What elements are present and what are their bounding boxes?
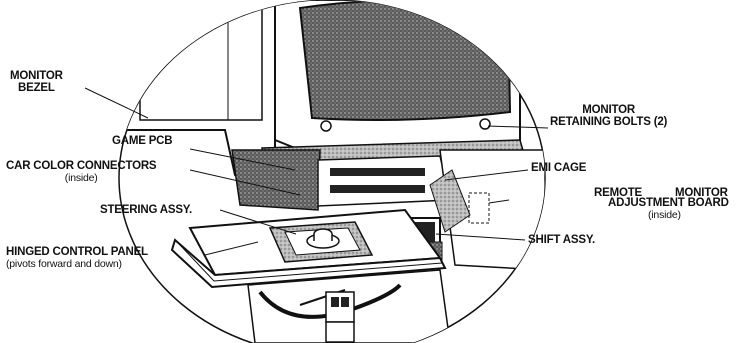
leader-control-panel	[204, 241, 259, 256]
label-adjustment-inside: (inside)	[648, 209, 681, 221]
label-monitor-bezel: MONITOR BEZEL	[10, 70, 63, 94]
leader-lines	[84, 87, 549, 256]
label-car-color-line1: CAR COLOR CONNECTORS	[6, 160, 157, 172]
label-monitor-word: MONITOR	[675, 187, 728, 199]
remote-adjustment-board-outline	[468, 192, 490, 224]
leader-retaining-bolts	[487, 125, 549, 129]
leader-emi-cage	[444, 169, 529, 181]
leader-steering	[219, 209, 297, 235]
label-steering-assy: STEERING ASSY.	[100, 204, 192, 216]
control-panel-front	[170, 238, 447, 289]
retaining-bolt-left	[320, 120, 332, 132]
label-hinged-control-panel: HINGED CONTROL PANEL (pivots forward and…	[6, 246, 148, 270]
label-remote-word: REMOTE	[594, 187, 642, 199]
emi-cage	[317, 155, 451, 207]
leader-adjustment-board	[488, 199, 510, 204]
label-game-pcb: GAME PCB	[112, 135, 173, 147]
label-control-panel-line2: (pivots forward and down)	[6, 258, 122, 270]
leader-car-color	[189, 169, 301, 196]
leader-shift	[435, 233, 526, 241]
pcb-block	[231, 149, 321, 211]
label-car-color-connectors: CAR COLOR CONNECTORS (inside)	[6, 160, 157, 184]
cabinet-drawing	[119, 0, 545, 343]
label-retaining-bolts-line2: RETAINING BOLTS (2)	[550, 116, 668, 128]
label-control-panel-line1: HINGED CONTROL PANEL	[6, 246, 148, 258]
label-adjustment-board-line: ADJUSTMENT BOARD	[608, 197, 729, 209]
label-remote-adjustment-board: REMOTE MONITOR ADJUSTMENT BOARD (inside)	[512, 187, 729, 227]
label-shift-assy: SHIFT ASSY.	[528, 234, 596, 246]
coin-door	[325, 291, 355, 323]
label-retaining-bolts: MONITOR RETAINING BOLTS (2)	[550, 104, 667, 128]
label-monitor-bezel-line2: BEZEL	[18, 82, 55, 94]
retaining-bolt-right	[479, 118, 491, 130]
label-car-color-line2: (inside)	[64, 172, 98, 184]
leader-game-pcb	[189, 148, 296, 171]
leader-monitor-bezel	[84, 87, 149, 119]
label-monitor-bezel-line1: MONITOR	[10, 70, 63, 82]
label-retaining-bolts-line1: MONITOR	[582, 104, 635, 116]
steering-assembly	[268, 221, 374, 263]
label-emi-cage: EMI CAGE	[531, 162, 587, 174]
monitor-screen	[298, 0, 512, 121]
